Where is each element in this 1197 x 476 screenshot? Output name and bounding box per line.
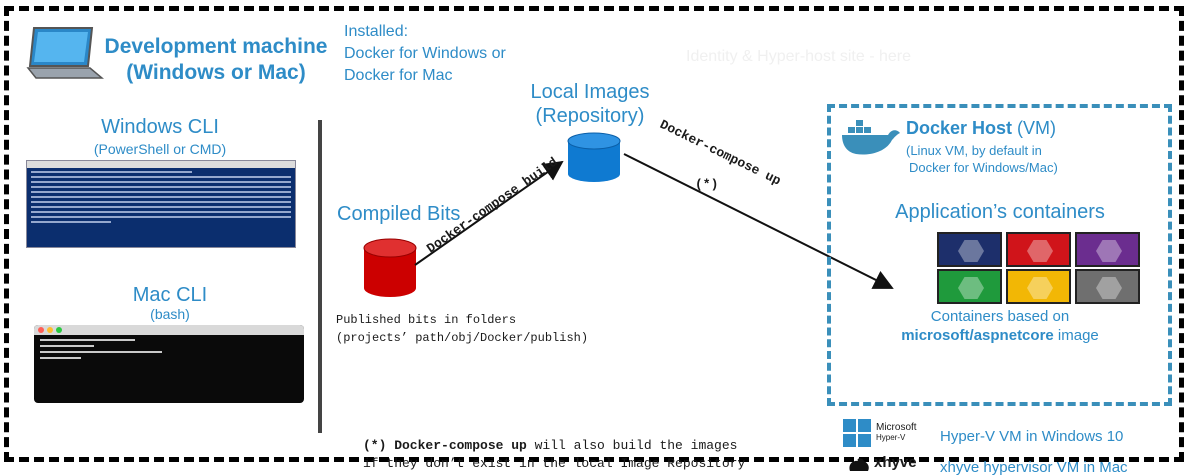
footnote: (*) Docker-compose up will also build th… xyxy=(363,437,745,473)
installed-label: Installed: xyxy=(344,23,409,40)
containers-grid xyxy=(937,232,1141,304)
compiled-bits-note: Published bits in folders (projects’ pat… xyxy=(336,311,588,347)
docker-host-title-bold: Docker Host xyxy=(906,118,1013,138)
container-hexagon-icon xyxy=(958,240,984,262)
docker-whale-icon xyxy=(842,120,900,155)
local-images-database-icon xyxy=(567,132,621,182)
image-suffix: image xyxy=(1053,327,1099,344)
windows-logo-icon xyxy=(843,419,871,447)
docker-host-title: Docker Host (VM) xyxy=(906,118,1056,139)
windows-cli-title: Windows CLI xyxy=(101,116,219,138)
local-images-title-line2: (Repository) xyxy=(535,105,645,127)
container-block xyxy=(1075,232,1140,267)
installed-note: Installed: Docker for Windows or Docker … xyxy=(344,21,506,87)
dev-machine-title: Development machine (Windows or Mac) xyxy=(100,34,332,86)
docker-host-desc-line2: Docker for Windows/Mac) xyxy=(909,160,1058,175)
containers-based-note: Containers based on microsoft/aspnetcore… xyxy=(840,307,1160,345)
containers-title: Application’s containers xyxy=(895,201,1105,223)
build-arrow xyxy=(414,160,564,266)
local-images-title-line1: Local Images xyxy=(530,81,650,103)
footnote-bold: (*) Docker-compose up xyxy=(363,438,527,453)
footnote-line2: if they don’t exist in the local Image R… xyxy=(363,456,746,471)
hyperv-logo-line1: Microsoft xyxy=(876,422,917,433)
footnote-line1-rest: will also build the images xyxy=(526,438,738,453)
container-hexagon-icon xyxy=(1096,240,1122,262)
dev-machine-title-line1: Development machine xyxy=(104,35,328,58)
containers-based-line1: Containers based on xyxy=(930,308,1070,325)
outer-dashed-frame xyxy=(4,6,1184,462)
container-hexagon-icon xyxy=(1027,277,1053,299)
installed-line2: Docker for Mac xyxy=(344,67,453,84)
compiled-bits-database-icon xyxy=(363,238,417,297)
vertical-divider xyxy=(318,120,322,433)
laptop-icon xyxy=(26,27,104,79)
installed-line1: Docker for Windows or xyxy=(344,45,506,62)
container-hexagon-icon xyxy=(958,277,984,299)
compiled-bits-note-line1: Published bits in folders xyxy=(336,313,517,327)
xhyve-label: xhyve hypervisor VM in Mac xyxy=(940,459,1128,476)
hyperv-logo-text: Microsoft Hyper-V xyxy=(876,423,917,443)
compiled-bits-title: Compiled Bits xyxy=(337,203,461,225)
mac-cli-title: Mac CLI xyxy=(132,284,208,306)
container-block xyxy=(1006,269,1071,304)
xhyve-logo-text: xhyve xyxy=(874,454,917,471)
powershell-window-screenshot xyxy=(26,160,296,248)
local-images-title: Local Images (Repository) xyxy=(520,80,660,128)
up-arrow xyxy=(623,153,894,289)
docker-host-box xyxy=(827,104,1172,406)
mac-terminal-screenshot xyxy=(34,325,304,403)
docker-host-title-suffix: (VM) xyxy=(1012,118,1057,138)
container-hexagon-icon xyxy=(1096,277,1122,299)
compiled-bits-note-line2: (projects’ path/obj/Docker/publish) xyxy=(336,331,589,345)
mac-cli-subtitle: (bash) xyxy=(150,306,190,322)
container-block xyxy=(937,232,1002,267)
windows-cli-subtitle: (PowerShell or CMD) xyxy=(93,141,227,157)
container-block xyxy=(937,269,1002,304)
xhyve-squirrel-icon xyxy=(849,458,869,471)
hyperv-label: Hyper-V VM in Windows 10 xyxy=(940,428,1124,445)
container-block xyxy=(1006,232,1071,267)
dev-machine-title-line2: (Windows or Mac) xyxy=(126,61,306,84)
aspnetcore-image-name: microsoft/aspnetcore xyxy=(901,327,1054,344)
hyperv-logo-line2: Hyper-V xyxy=(876,433,906,442)
container-block xyxy=(1075,269,1140,304)
container-hexagon-icon xyxy=(1027,240,1053,262)
up-arrow-asterisk: (*) xyxy=(695,177,719,192)
faded-text: Identity & Hyper-host site - here xyxy=(686,48,911,65)
docker-host-description: (Linux VM, by default in Docker for Wind… xyxy=(906,142,1058,176)
docker-host-desc-line1: (Linux VM, by default in xyxy=(906,143,1042,158)
